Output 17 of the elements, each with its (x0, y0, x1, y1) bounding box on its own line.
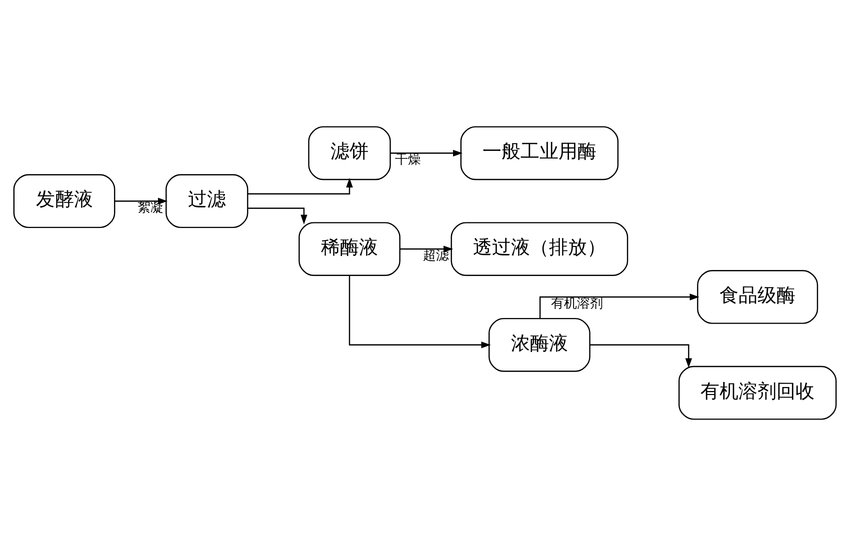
node-box: 透过液（排放） (450, 222, 628, 276)
node-box: 滤饼 (308, 126, 391, 180)
arrow (348, 276, 491, 348)
node-box: 浓酶液 (488, 318, 590, 372)
arrow (539, 294, 700, 318)
node-box: 有机溶剂回收 (678, 366, 837, 420)
edge-label: 有机溶剂 (551, 296, 604, 312)
node-box: 稀酶液 (298, 222, 400, 276)
arrow (248, 178, 353, 194)
edge-label: 干燥 (395, 152, 422, 168)
node-box: 过滤 (166, 174, 248, 228)
node-box: 发酵液 (13, 174, 116, 228)
node-box: 食品级酶 (697, 270, 818, 324)
arrow (248, 208, 308, 224)
arrow (590, 344, 692, 368)
node-box: 一般工业用酶 (460, 126, 619, 180)
arrow (390, 150, 463, 157)
